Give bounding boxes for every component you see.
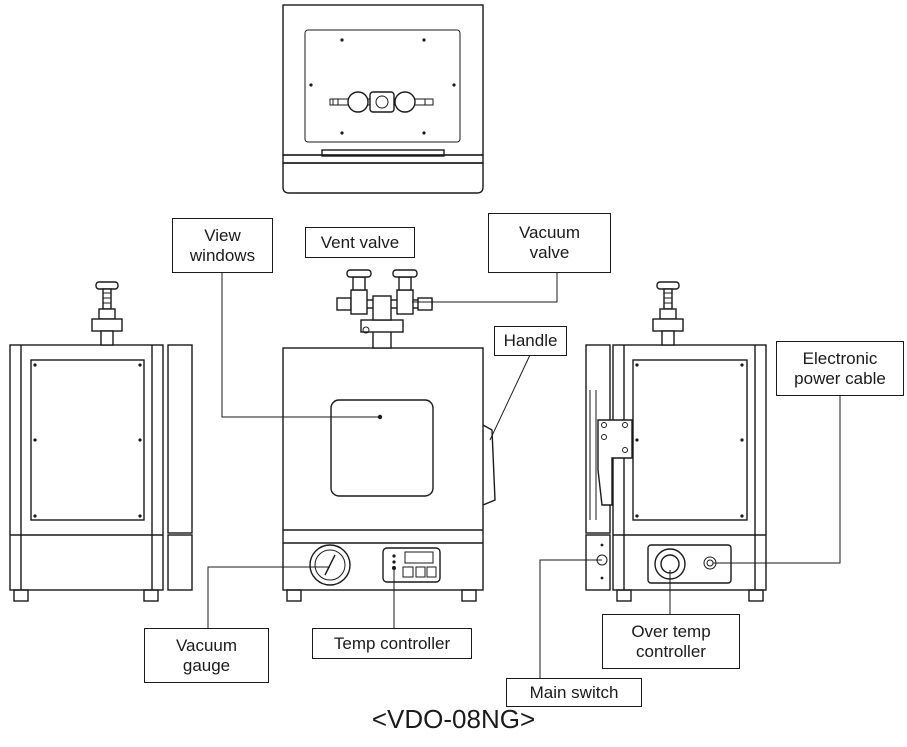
left-side-view bbox=[9, 281, 193, 602]
electronic-power-cable-line-2: power cable bbox=[794, 368, 886, 388]
vacuum-gauge-line-2: gauge bbox=[182, 655, 231, 675]
front-view-valve-manifold bbox=[336, 269, 433, 349]
right-view-valve bbox=[652, 281, 684, 346]
vacuum-gauge-line-1: Vacuum bbox=[175, 635, 238, 655]
vent-valve-label: Vent valve bbox=[305, 227, 415, 258]
view-windows-label: View windows bbox=[172, 218, 273, 273]
front-view bbox=[282, 269, 496, 602]
vacuum-valve-label: Vacuum valve bbox=[488, 213, 611, 273]
temp-controller-text: Temp controller bbox=[333, 633, 451, 653]
main-switch-label: Main switch bbox=[506, 678, 642, 707]
top-view bbox=[282, 4, 484, 194]
vacuum-gauge-label: Vacuum gauge bbox=[144, 628, 269, 683]
main-switch-text: Main switch bbox=[529, 682, 619, 702]
right-side-view bbox=[585, 281, 767, 602]
handle-label: Handle bbox=[494, 326, 567, 356]
view-windows-line-1: View bbox=[204, 225, 241, 245]
model-title: <VDO-08NG> bbox=[371, 704, 536, 734]
electronic-power-cable-label: Electronic power cable bbox=[776, 341, 904, 396]
leader-lines bbox=[207, 273, 841, 678]
vacuum-gauge-drawing bbox=[309, 544, 351, 586]
electronic-power-cable-line-1: Electronic bbox=[802, 348, 878, 368]
vacuum-valve-line-2: valve bbox=[529, 243, 570, 262]
view-windows-line-2: windows bbox=[189, 245, 256, 265]
top-view-valves bbox=[329, 91, 434, 113]
handle-text: Handle bbox=[503, 331, 558, 350]
over-temp-controller-line-2: controller bbox=[636, 641, 706, 661]
over-temp-controller-line-1: Over temp bbox=[631, 621, 711, 641]
over-temp-controller-label: Over temp controller bbox=[602, 614, 740, 669]
temp-controller-drawing bbox=[382, 547, 441, 583]
vacuum-valve-line-1: Vacuum bbox=[518, 223, 581, 242]
temp-controller-label: Temp controller bbox=[312, 628, 472, 659]
right-side-control-panel bbox=[596, 543, 732, 584]
left-view-valve bbox=[91, 281, 123, 346]
vent-valve-text: Vent valve bbox=[320, 232, 400, 252]
